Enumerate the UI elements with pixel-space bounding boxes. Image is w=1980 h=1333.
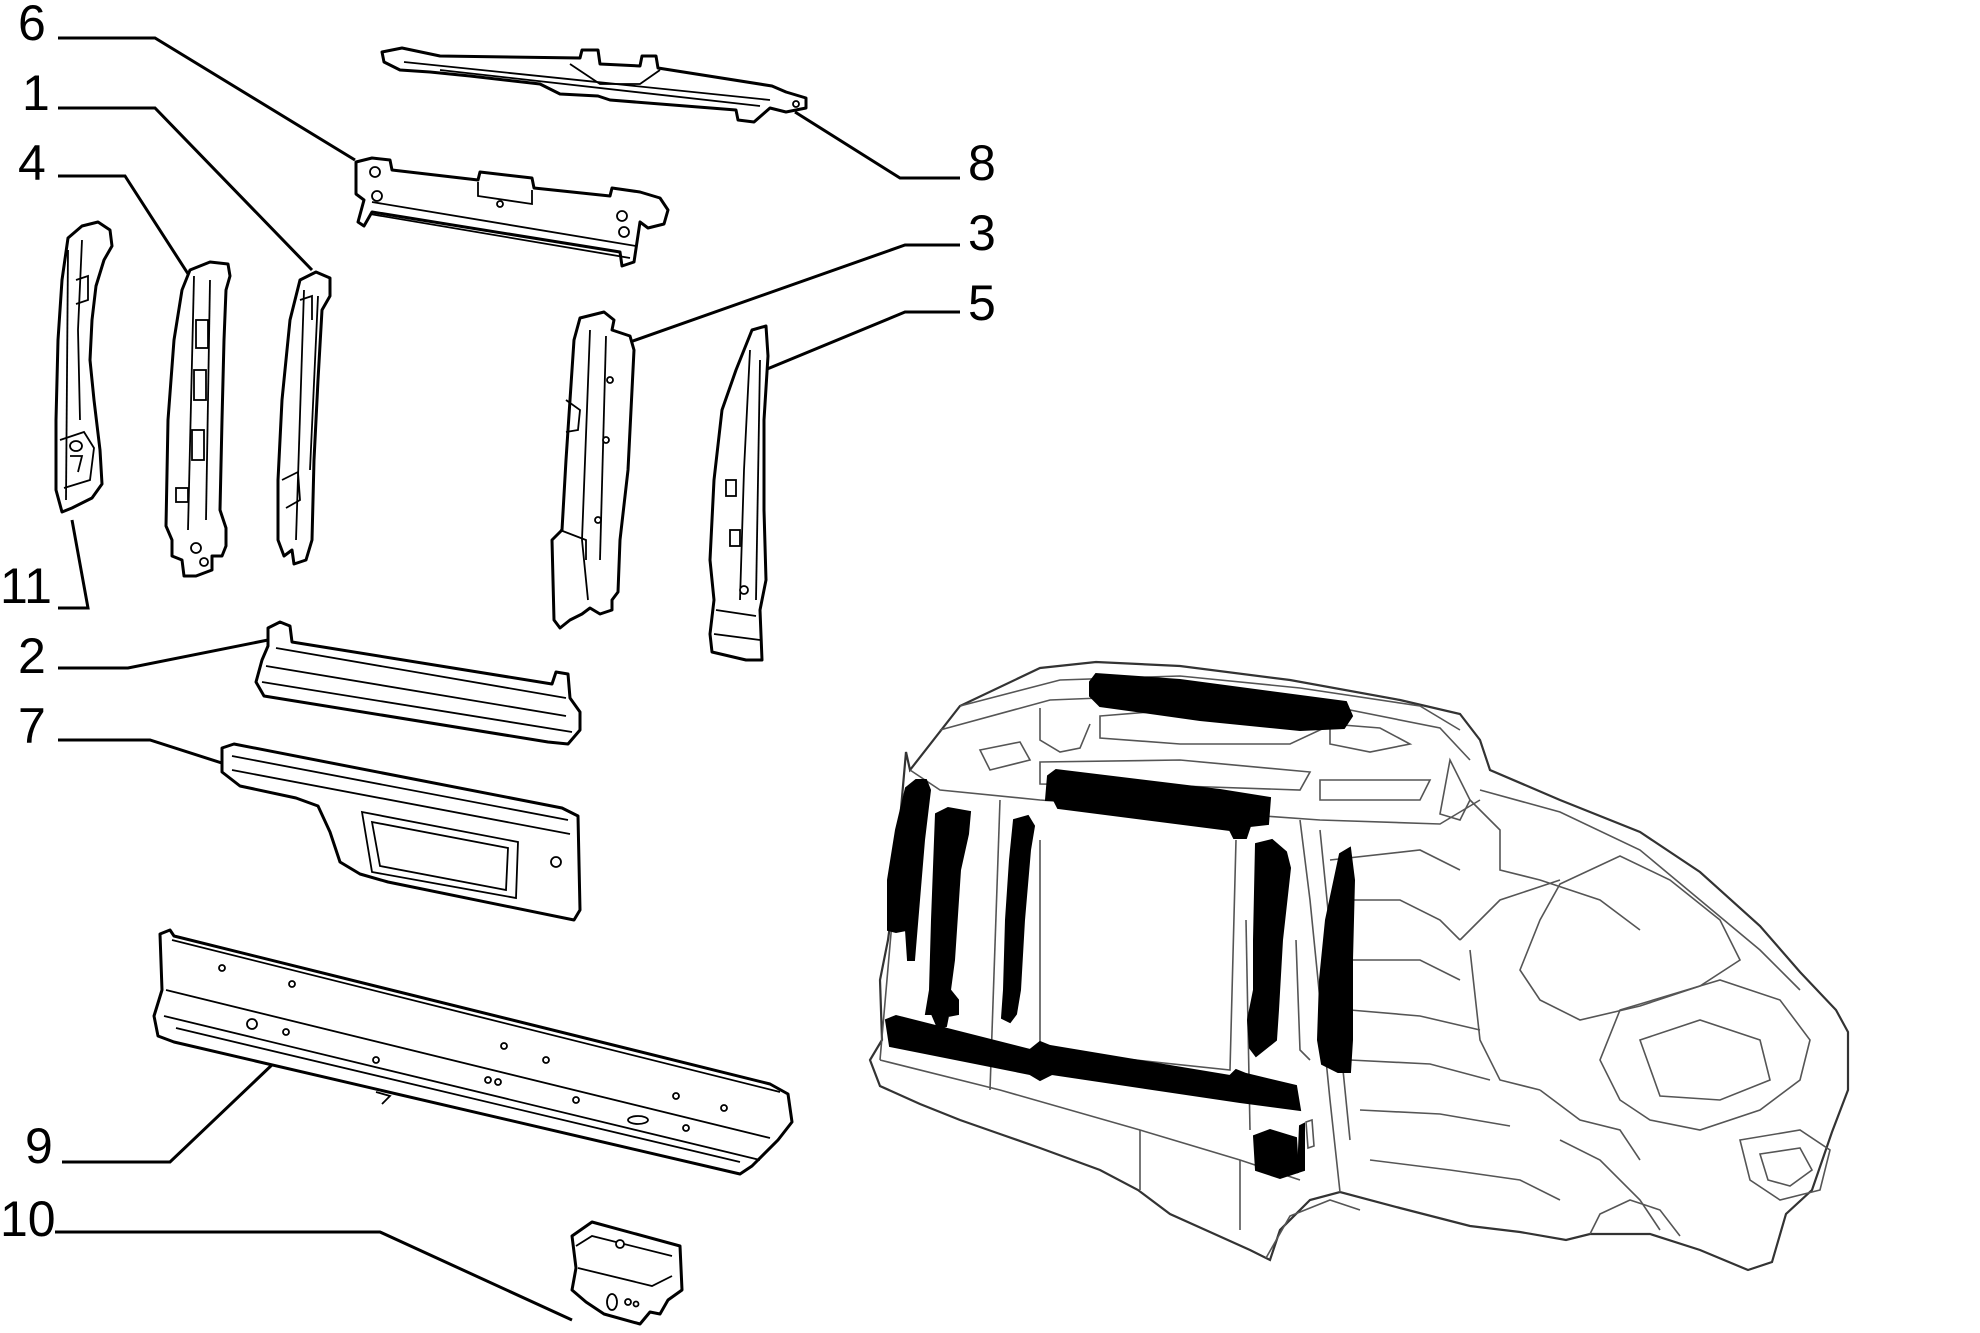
leader-9 [62,1060,277,1164]
part-7-side-panel [220,742,582,922]
part-10-bracket [570,1220,684,1326]
leader-lines [55,36,960,1322]
callout-7: 7 [18,698,46,754]
part-2-cross-rail [254,620,582,746]
highlight-pillar-11 [887,779,932,961]
highlight-roof-rail [1089,672,1354,732]
callout-8: 8 [968,135,996,191]
callout-1: 1 [22,65,50,121]
callout-3: 3 [968,205,996,261]
callout-11: 11 [0,558,52,614]
leader-1 [58,106,314,272]
callout-10: 10 [0,1191,56,1247]
part-4-pillar [164,260,232,578]
leader-5 [759,310,960,374]
callout-6: 6 [18,0,46,51]
part-3-b-pillar [550,310,636,630]
part-1-pillar-inner [276,270,332,566]
callout-5: 5 [968,275,996,331]
highlight-pillar-4 [924,806,972,1030]
callout-2: 2 [18,628,46,684]
part-5-rear-pillar [708,324,770,662]
part-8-roof-rail [380,46,808,124]
leader-6 [58,36,356,162]
callout-9: 9 [25,1118,53,1174]
highlight-pillar-1 [1000,814,1036,1024]
highlight-bracket [1252,1128,1300,1180]
highlight-pillar-3 [1246,838,1292,1058]
leader-2 [58,638,269,670]
leader-11 [58,519,90,610]
callout-4: 4 [18,135,46,191]
leader-10 [55,1230,573,1322]
leader-3 [629,243,960,344]
part-11-pillar [54,220,114,514]
highlight-rear-corner [1296,1122,1305,1174]
part-9-sill [152,928,794,1176]
body-highlighted-parts [884,672,1356,1180]
highlight-cross-member [1044,768,1272,839]
leader-4 [58,174,194,281]
leader-7 [58,738,229,767]
leader-8 [794,110,960,180]
highlight-sill [884,1014,1302,1112]
part-6-cross-member [354,156,670,268]
highlight-pillar-5 [1316,846,1356,1073]
